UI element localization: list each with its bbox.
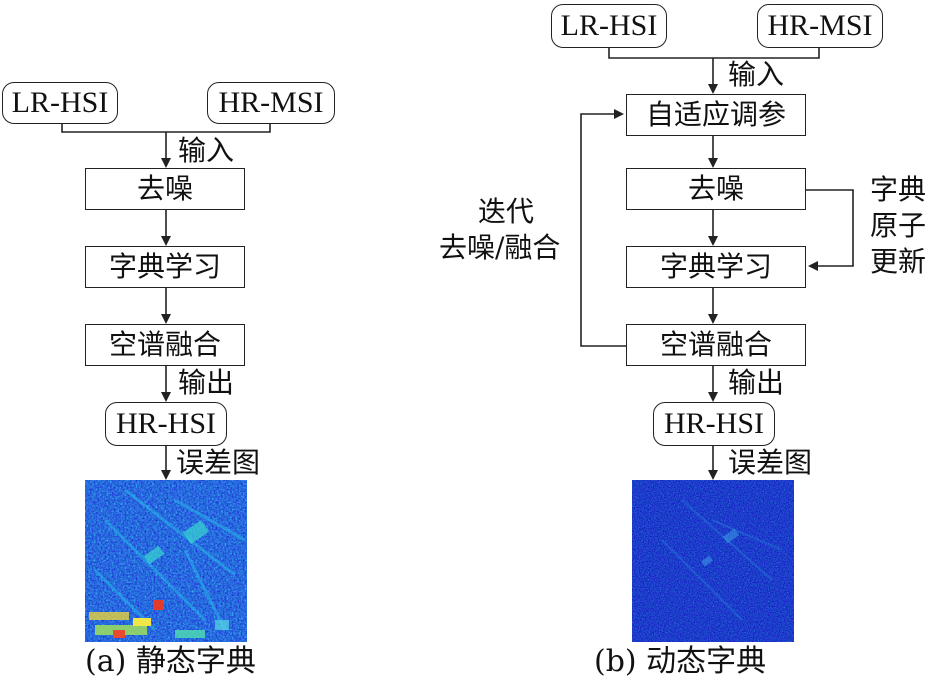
left-error-map [85, 480, 247, 642]
left-input-lr-hsi: LR-HSI [2, 82, 118, 124]
loop-label-iterate: 迭代 [478, 195, 535, 228]
right-step-denoise: 去噪 [626, 168, 806, 210]
dict-update-label-1: 字典 [869, 173, 926, 206]
right-input-hr-msi: HR-MSI [757, 4, 883, 48]
dict-update-line [805, 189, 854, 271]
right-error-label: 误差图 [728, 446, 813, 479]
dict-update-label-2: 原子 [869, 209, 926, 242]
left-input-hr-msi: HR-MSI [207, 82, 335, 124]
right-step-dict-learning: 字典学习 [626, 246, 806, 288]
right-output-label: 输出 [728, 366, 785, 399]
left-step-dict-learning: 字典学习 [85, 246, 245, 288]
right-input-label: 输入 [728, 58, 785, 91]
right-caption: (b) 动态字典 [594, 644, 767, 679]
left-output-label: 输出 [178, 366, 235, 399]
right-input-merge-line [608, 46, 820, 59]
right-output-hr-hsi: HR-HSI [653, 402, 775, 446]
left-input-label: 输入 [178, 134, 235, 167]
right-step-adaptive-tuning: 自适应调参 [626, 94, 806, 136]
right-step-fusion: 空谱融合 [626, 324, 806, 366]
left-error-label: 误差图 [176, 446, 261, 479]
left-caption: (a) 静态字典 [85, 644, 256, 679]
right-error-map [632, 480, 794, 642]
iteration-loop-line [580, 109, 626, 347]
dict-update-label-3: 更新 [869, 245, 926, 278]
left-output-hr-hsi: HR-HSI [105, 402, 227, 446]
left-step-denoise: 去噪 [85, 168, 245, 210]
right-input-lr-hsi: LR-HSI [551, 4, 667, 48]
left-step-fusion: 空谱融合 [85, 324, 245, 366]
loop-label-denoise-fusion: 去噪/融合 [439, 231, 561, 264]
